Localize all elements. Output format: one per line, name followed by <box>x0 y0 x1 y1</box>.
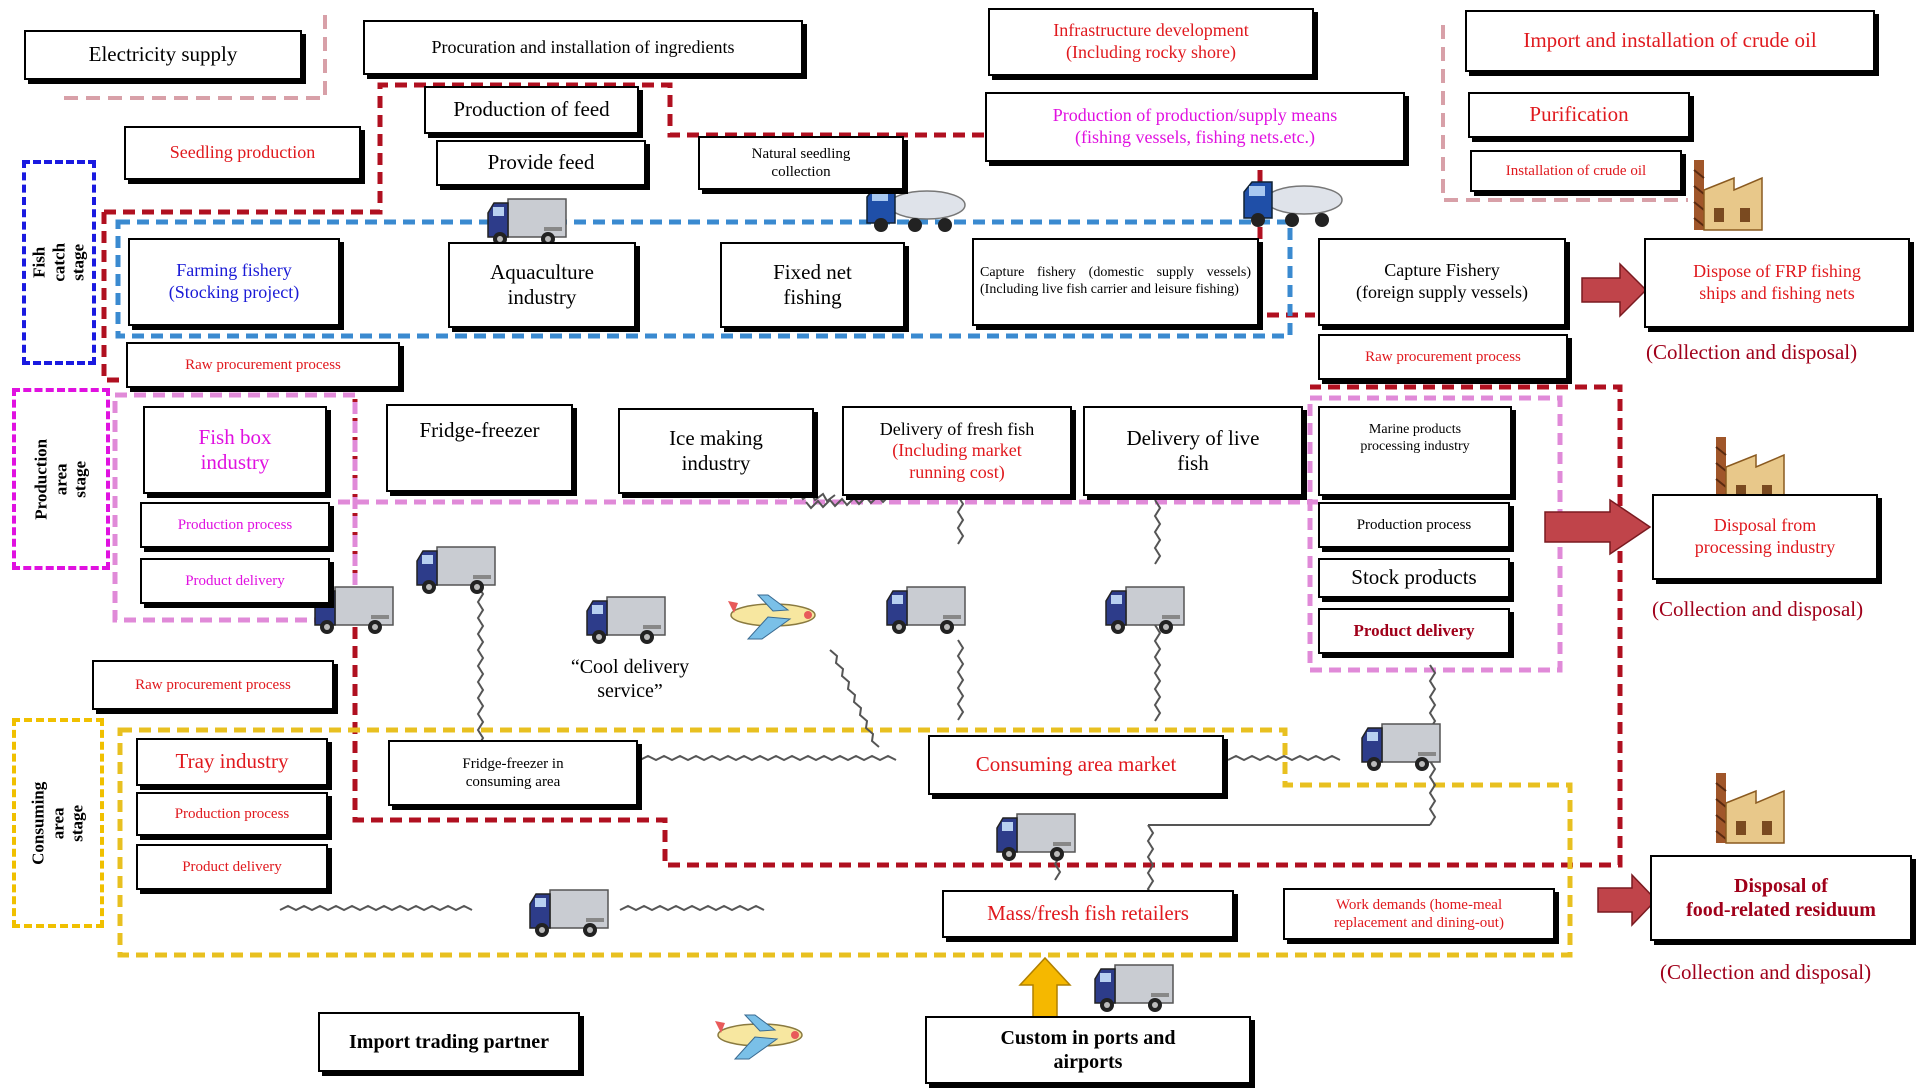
stage-fish-catch-label: Fish catch stage <box>29 243 88 282</box>
farming-fishery-box: Farming fishery (Stocking project) <box>128 238 340 326</box>
installation-crude-oil-box: Installation of crude oil <box>1470 150 1682 192</box>
collection-disposal-caption-1: (Collection and disposal) <box>1646 340 1858 364</box>
stage-consuming-area: Consuming area stage <box>12 718 104 928</box>
collection-disposal-caption-3: (Collection and disposal) <box>1660 960 1872 984</box>
fridge-freezer-consuming-box: Fridge-freezer in consuming area <box>388 740 638 806</box>
production-process-box-3: Production process <box>136 792 328 836</box>
natural-seedling-box: Natural seedling collection <box>698 136 904 190</box>
delivery-truck-icon <box>487 198 567 247</box>
fish-box-industry-box: Fish box industry <box>143 406 327 494</box>
capture-fishery-domestic-box: Capture fishery (domestic supply vessels… <box>972 238 1259 326</box>
delivery-truck-icon <box>529 889 609 938</box>
marine-products-box: Marine products processing industry <box>1318 406 1512 496</box>
capture-fishery-foreign-box: Capture Fishery (foreign supply vessels) <box>1318 238 1566 326</box>
mass-fresh-fish-retailers-box: Mass/fresh fish retailers <box>942 890 1234 938</box>
factory-icon <box>1715 772 1785 844</box>
product-delivery-box-3: Product delivery <box>136 844 328 890</box>
disposal-processing-box: Disposal from processing industry <box>1652 494 1878 580</box>
stage-fish-catch: Fish catch stage <box>22 160 96 365</box>
tanker-truck-icon <box>1243 181 1343 228</box>
raw-procurement-box-3: Raw procurement process <box>92 660 334 710</box>
fixed-net-fishing-box: Fixed net fishing <box>720 242 905 328</box>
stage-consuming-area-label: Consuming area stage <box>28 781 87 865</box>
delivery-truck-icon <box>996 813 1076 862</box>
production-of-feed-box: Production of feed <box>424 86 639 134</box>
production-process-box-1: Production process <box>140 502 330 548</box>
import-trading-partner-box: Import trading partner <box>318 1012 580 1072</box>
dispose-frp-box: Dispose of FRP fishing ships and fishing… <box>1644 238 1910 328</box>
provide-feed-box: Provide feed <box>436 140 646 186</box>
infrastructure-box: Infrastructure development (Including ro… <box>988 8 1314 76</box>
stage-production-area: Production area stage <box>12 388 110 570</box>
factory-icon <box>1693 159 1763 231</box>
delivery-truck-icon <box>1361 723 1441 772</box>
delivery-fresh-fish-box: Delivery of fresh fish (Including market… <box>842 406 1072 496</box>
airplane-icon <box>727 594 816 640</box>
fridge-freezer-box: Fridge-freezer <box>386 404 573 492</box>
tanker-truck-icon <box>866 186 966 233</box>
custom-ports-airports-box: Custom in ports and airports <box>925 1016 1251 1084</box>
import-crude-oil-box: Import and installation of crude oil <box>1465 10 1875 72</box>
raw-procurement-box-1: Raw procurement process <box>126 342 400 388</box>
electricity-supply-box: Electricity supply <box>24 30 302 80</box>
production-process-box-2: Production process <box>1318 502 1510 548</box>
collection-disposal-caption-2: (Collection and disposal) <box>1652 597 1864 621</box>
product-delivery-box-2: Product delivery <box>1318 608 1510 654</box>
stock-products-box: Stock products <box>1318 558 1510 598</box>
stage-production-area-label: Production area stage <box>31 438 90 520</box>
work-demands-box: Work demands (home-meal replacement and … <box>1283 888 1555 940</box>
airplane-icon <box>714 1014 803 1060</box>
raw-procurement-box-2: Raw procurement process <box>1318 334 1568 380</box>
production-means-box: Production of production/supply means (f… <box>985 92 1405 162</box>
tray-industry-box: Tray industry <box>136 738 328 786</box>
ice-making-industry-box: Ice making industry <box>618 408 814 494</box>
delivery-truck-icon <box>586 596 666 645</box>
cool-delivery-caption: “Cool delivery service” <box>570 656 690 702</box>
disposal-food-residuum-box: Disposal of food-related residuum <box>1650 855 1912 941</box>
delivery-truck-icon <box>416 546 496 595</box>
delivery-live-fish-box: Delivery of live fish <box>1083 406 1303 496</box>
aquaculture-industry-box: Aquaculture industry <box>448 242 636 328</box>
procuration-box: Procuration and installation of ingredie… <box>363 20 803 75</box>
product-delivery-box-1: Product delivery <box>140 558 330 604</box>
consuming-area-market-box: Consuming area market <box>928 735 1224 795</box>
delivery-truck-icon <box>1094 964 1174 1013</box>
seedling-production-box: Seedling production <box>124 126 361 180</box>
purification-box: Purification <box>1468 92 1690 138</box>
delivery-truck-icon <box>1105 586 1185 635</box>
delivery-truck-icon <box>886 586 966 635</box>
